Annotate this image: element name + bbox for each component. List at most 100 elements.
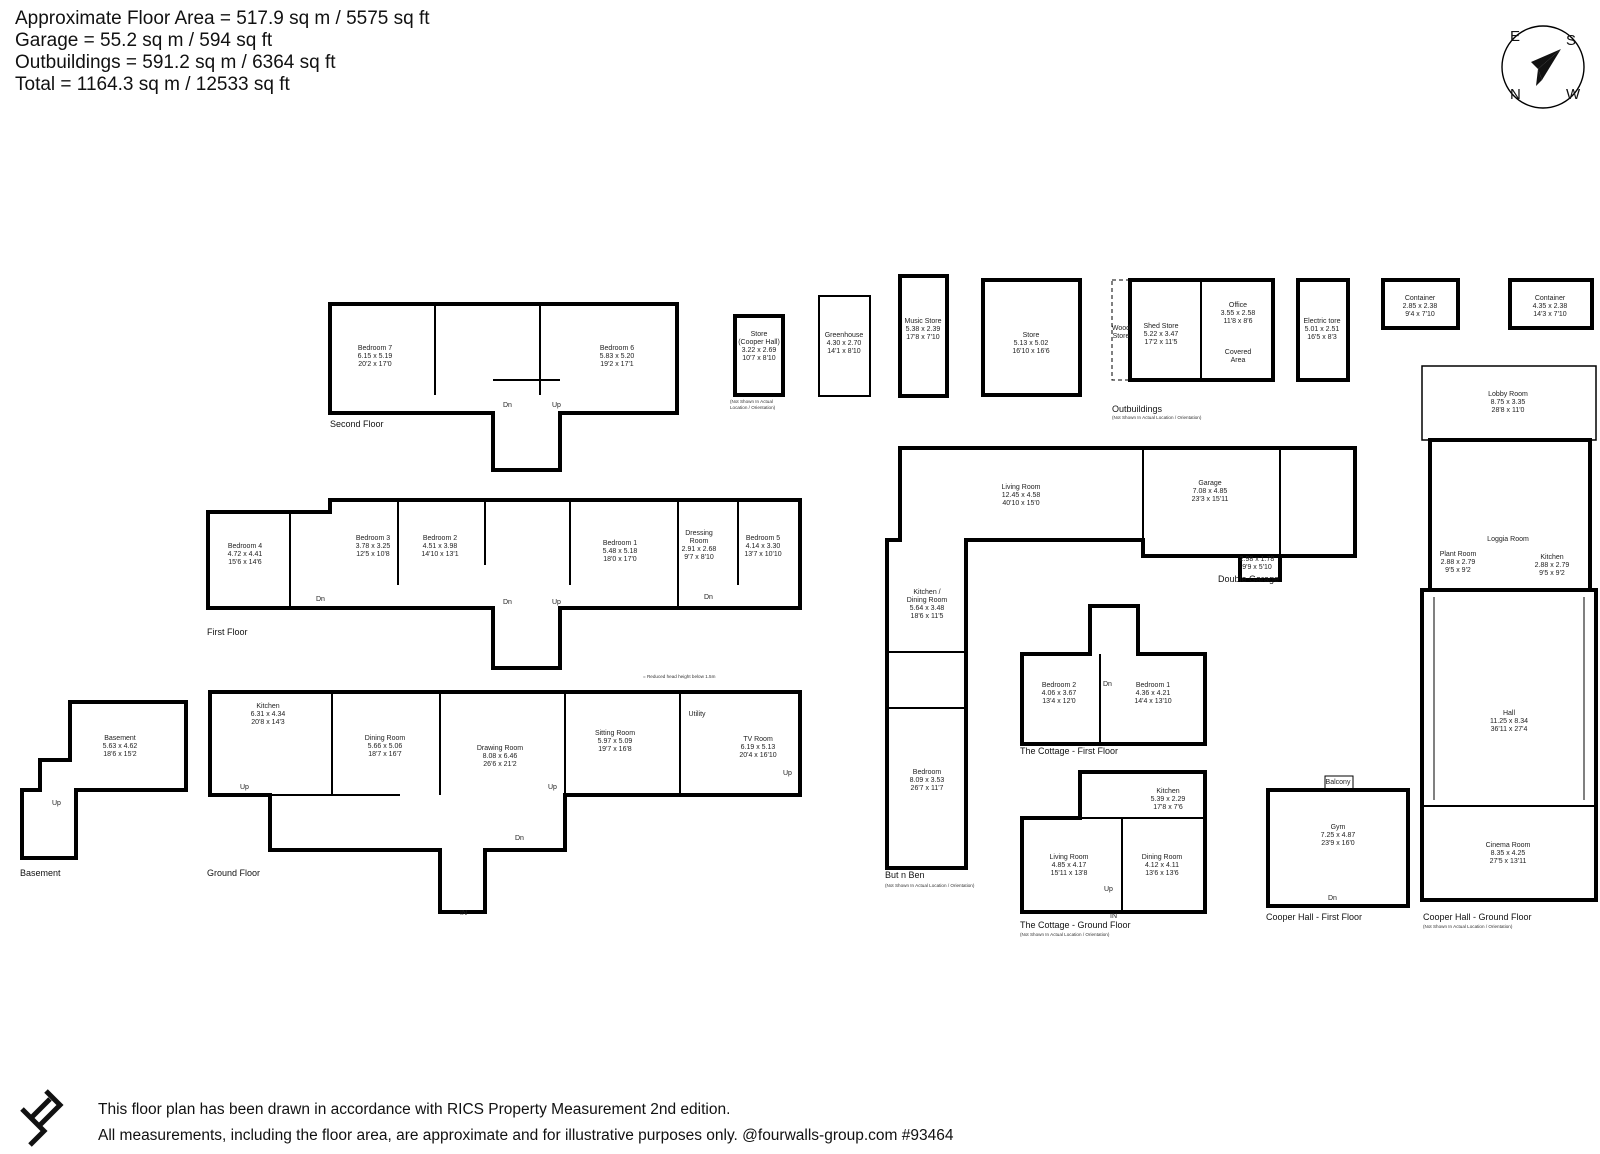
room-label-line: 9'7 x 8'10 (684, 554, 714, 561)
room-label-line: 3.55 x 2.58 (1221, 310, 1256, 317)
ground-floor-label: Ground Floor (207, 868, 260, 878)
stair-dn-label: Dn (503, 402, 512, 409)
room-label-line: 4.06 x 3.67 (1042, 690, 1077, 697)
room-label-line: Kitchen / (913, 589, 940, 596)
stair-up-label: Up (548, 784, 557, 791)
room-label-line: 10'7 x 8'10 (742, 355, 776, 362)
room-label-line: 9'5 x 9'2 (1445, 567, 1471, 574)
store-cooper-note: (Not Shown In Actual (730, 399, 773, 404)
basement-plan (20, 700, 188, 860)
first-floor-plan (206, 498, 802, 670)
room-label-line: 11.25 x 8.34 (1490, 718, 1528, 725)
head-height-note: = Reduced head height below 1.5m (643, 674, 716, 679)
room-label-line: Store (751, 331, 768, 338)
entrance-label: IN (460, 910, 467, 917)
store-cooper-note-2: Location / Orientation) (730, 405, 776, 410)
room-label-line: 4.35 x 2.38 (1533, 303, 1568, 310)
stair-dn-label: Dn (704, 594, 713, 601)
room-label-line: Bedroom 4 (228, 543, 262, 550)
room-label-line: 18'7 x 16'7 (368, 751, 402, 758)
second-floor-plan (328, 302, 679, 472)
room-label-line: Lobby Room (1488, 391, 1528, 398)
room-label-line: 7.08 x 4.85 (1193, 488, 1228, 495)
fourwalls-logo (16, 1087, 66, 1147)
room-label-line: Dining Room (365, 735, 406, 742)
stair-dn-label: Dn (1103, 681, 1112, 688)
compass-north-label: N (1510, 86, 1521, 103)
room-label-line: Bedroom 2 (423, 535, 457, 542)
room-label-line: Area (1231, 357, 1246, 364)
stair-up-label: Up (1104, 886, 1113, 893)
stair-up-label: Up (52, 800, 61, 807)
room-label-line: Store (1113, 333, 1130, 340)
room-label-line: 8.09 x 3.53 (910, 777, 945, 784)
room-label-line: 2.88 x 2.79 (1441, 559, 1476, 566)
compass-south-label: S (1566, 32, 1577, 49)
room-label-line: 6.19 x 5.13 (741, 744, 776, 751)
room-label-line: Garage (1198, 480, 1221, 487)
room-label-line: Container (1405, 295, 1436, 302)
room-label-line: Living Room (1002, 484, 1041, 491)
room-label-line: 20'2 x 17'0 (358, 361, 392, 368)
room-label-line: 4.12 x 4.11 (1145, 862, 1179, 869)
room-label-line: 8.75 x 3.35 (1491, 399, 1526, 406)
room-label-line: 23'9 x 16'0 (1321, 840, 1355, 847)
room-label-line: 13'7 x 10'10 (744, 551, 781, 558)
first-floor-label: First Floor (207, 627, 248, 637)
room-label-line: 4.14 x 3.30 (746, 543, 781, 550)
basement-label: Basement (20, 868, 61, 878)
room-label-line: Basement (104, 735, 136, 742)
room-label-line: 9'9 x 5'10 (1242, 564, 1272, 571)
room-label-line: 9'5 x 9'2 (1539, 570, 1565, 577)
floor-area-text: Approximate Floor Area = 517.9 sq m / 55… (15, 8, 430, 29)
cottage-note: (Not Shown In Actual Location / Orientat… (1020, 932, 1110, 937)
room-label-line: Cinema Room (1486, 842, 1531, 849)
room-label-line: Bedroom (913, 769, 942, 776)
room-label-line: Bedroom 1 (1136, 682, 1170, 689)
stair-dn-label: Dn (316, 596, 325, 603)
room-label-line: 2.88 x 2.79 (1535, 562, 1570, 569)
room-label-line: Kitchen (256, 703, 279, 710)
room-label-line: 3.22 x 2.69 (742, 347, 777, 354)
room-label-line: 17'8 x 7'6 (1153, 804, 1183, 811)
compass-east-label: E (1510, 28, 1521, 45)
room-label-line: 26'6 x 21'2 (483, 761, 517, 768)
room-label-loggia: Loggia Room (1487, 536, 1529, 543)
stair-up-label: Up (783, 770, 792, 777)
room-label-line: 6.15 x 5.19 (358, 353, 393, 360)
room-label-line: 14'10 x 13'1 (421, 551, 458, 558)
garage-area-text: Garage = 55.2 sq m / 594 sq ft (15, 30, 273, 51)
room-label-line: 23'3 x 15'11 (1192, 496, 1229, 503)
room-label-line: Bedroom 5 (746, 535, 780, 542)
room-label-line: Container (1535, 295, 1566, 302)
entrance-label: IN (1110, 913, 1117, 920)
room-label-line: Office (1229, 302, 1247, 309)
stair-up-label: Up (240, 784, 249, 791)
room-label-line: 3.78 x 3.25 (356, 543, 391, 550)
room-label-balcony: Balcony (1326, 779, 1351, 786)
room-label-line: 4.85 x 4.17 (1052, 862, 1087, 869)
room-label-line: Hall (1503, 710, 1516, 717)
stair-dn-label: Dn (503, 599, 512, 606)
room-label-line: Room (690, 538, 709, 545)
double-garage-label: Double Garage (1218, 574, 1279, 584)
room-label-line: Drawing Room (477, 745, 523, 752)
room-label-line: 2.91 x 2.68 (682, 546, 717, 553)
room-label-line: 5.97 x 5.09 (598, 738, 633, 745)
